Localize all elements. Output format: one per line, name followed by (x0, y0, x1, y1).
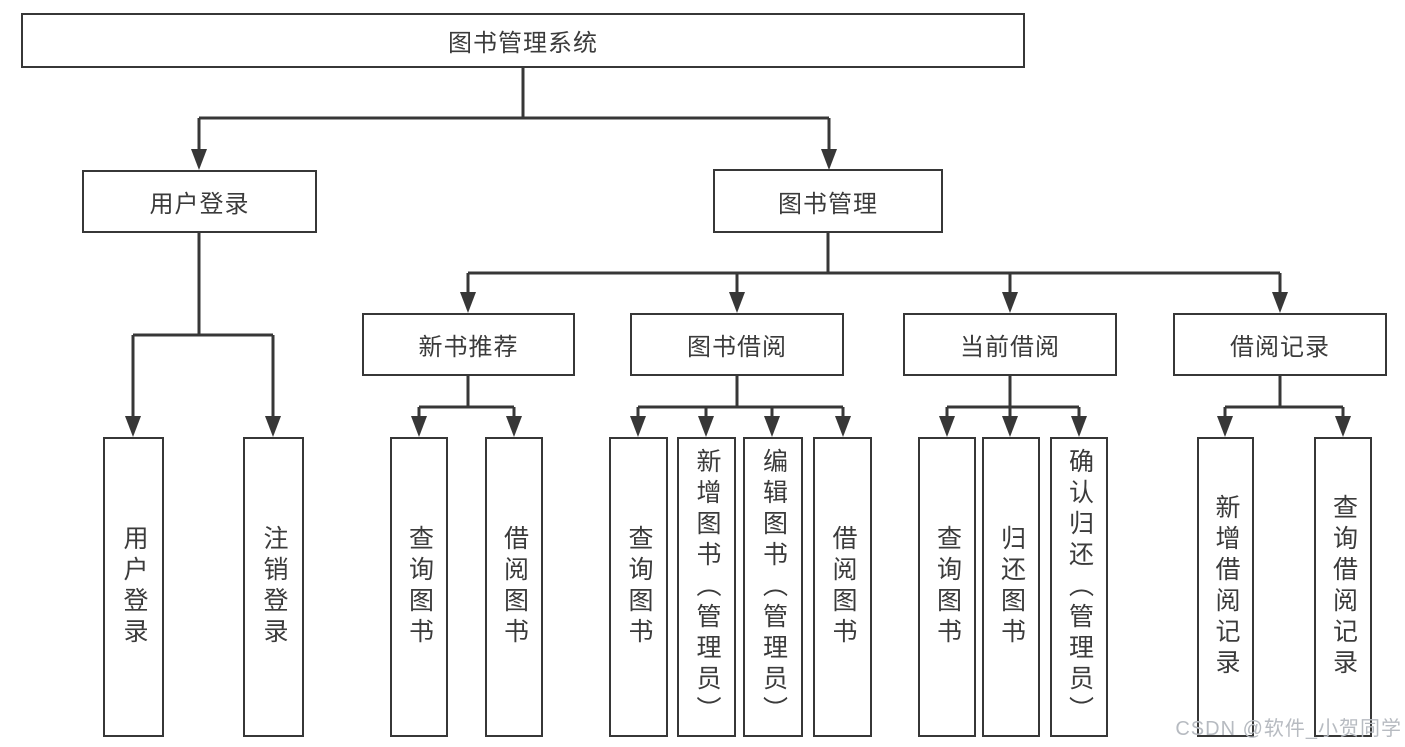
node-new-book-recommendation-label: 新书推荐 (418, 334, 519, 361)
node-borrowing-records: 借阅记录 (1173, 313, 1387, 376)
node-book-management-label: 图书管理 (778, 190, 878, 218)
leaf-borrow-book-newbook-label: 借阅图书 (500, 525, 529, 649)
leaf-add-book-admin: 新增图书（管理员） (677, 437, 736, 737)
arrowheads (125, 149, 1351, 437)
leaf-confirm-return-admin-label: 确认归还（管理员） (1065, 447, 1094, 727)
node-book-management: 图书管理 (713, 169, 943, 233)
node-book-borrowing-label: 图书借阅 (687, 334, 787, 361)
node-book-borrowing: 图书借阅 (630, 313, 844, 376)
node-root-system: 图书管理系统 (21, 13, 1025, 68)
leaf-return-book-label: 归还图书 (997, 525, 1026, 649)
leaf-search-book-borrowing: 查询图书 (609, 437, 668, 737)
leaf-search-book-current: 查询图书 (918, 437, 976, 737)
leaf-borrow-book-borrowing: 借阅图书 (813, 437, 872, 737)
leaf-add-book-admin-label: 新增图书（管理员） (693, 447, 721, 727)
leaf-confirm-return-admin: 确认归还（管理员） (1050, 437, 1108, 737)
node-borrowing-records-label: 借阅记录 (1230, 334, 1330, 361)
node-new-book-recommendation: 新书推荐 (362, 313, 575, 376)
leaf-user-login: 用户登录 (103, 437, 164, 737)
node-current-borrowing: 当前借阅 (903, 313, 1117, 376)
leaf-search-book-borrowing-label: 查询图书 (625, 525, 653, 649)
leaf-borrow-book-newbook: 借阅图书 (485, 437, 543, 737)
leaf-borrow-book-borrowing-label: 借阅图书 (829, 525, 857, 649)
leaf-user-login-label: 用户登录 (120, 525, 148, 649)
csdn-watermark: CSDN @软件_小贺同学 (1175, 718, 1402, 740)
leaf-edit-book-admin: 编辑图书（管理员） (743, 437, 803, 737)
leaf-add-borrow-record: 新增借阅记录 (1197, 437, 1254, 737)
leaf-edit-book-admin-label: 编辑图书（管理员） (759, 447, 788, 727)
node-root-label: 图书管理系统 (448, 30, 598, 57)
leaf-search-book-newbook: 查询图书 (390, 437, 448, 737)
node-current-borrowing-label: 当前借阅 (960, 334, 1060, 361)
leaf-search-book-newbook-label: 查询图书 (405, 525, 434, 649)
leaf-search-borrow-record: 查询借阅记录 (1314, 437, 1372, 737)
leaf-search-book-current-label: 查询图书 (933, 525, 962, 649)
node-user-login-label: 用户登录 (149, 191, 250, 218)
leaf-search-borrow-record-label: 查询借阅记录 (1329, 494, 1358, 680)
node-user-login: 用户登录 (82, 170, 317, 233)
leaf-add-borrow-record-label: 新增借阅记录 (1212, 494, 1240, 680)
leaf-return-book: 归还图书 (982, 437, 1040, 737)
leaf-logout: 注销登录 (243, 437, 304, 737)
leaf-logout-label: 注销登录 (260, 525, 288, 649)
